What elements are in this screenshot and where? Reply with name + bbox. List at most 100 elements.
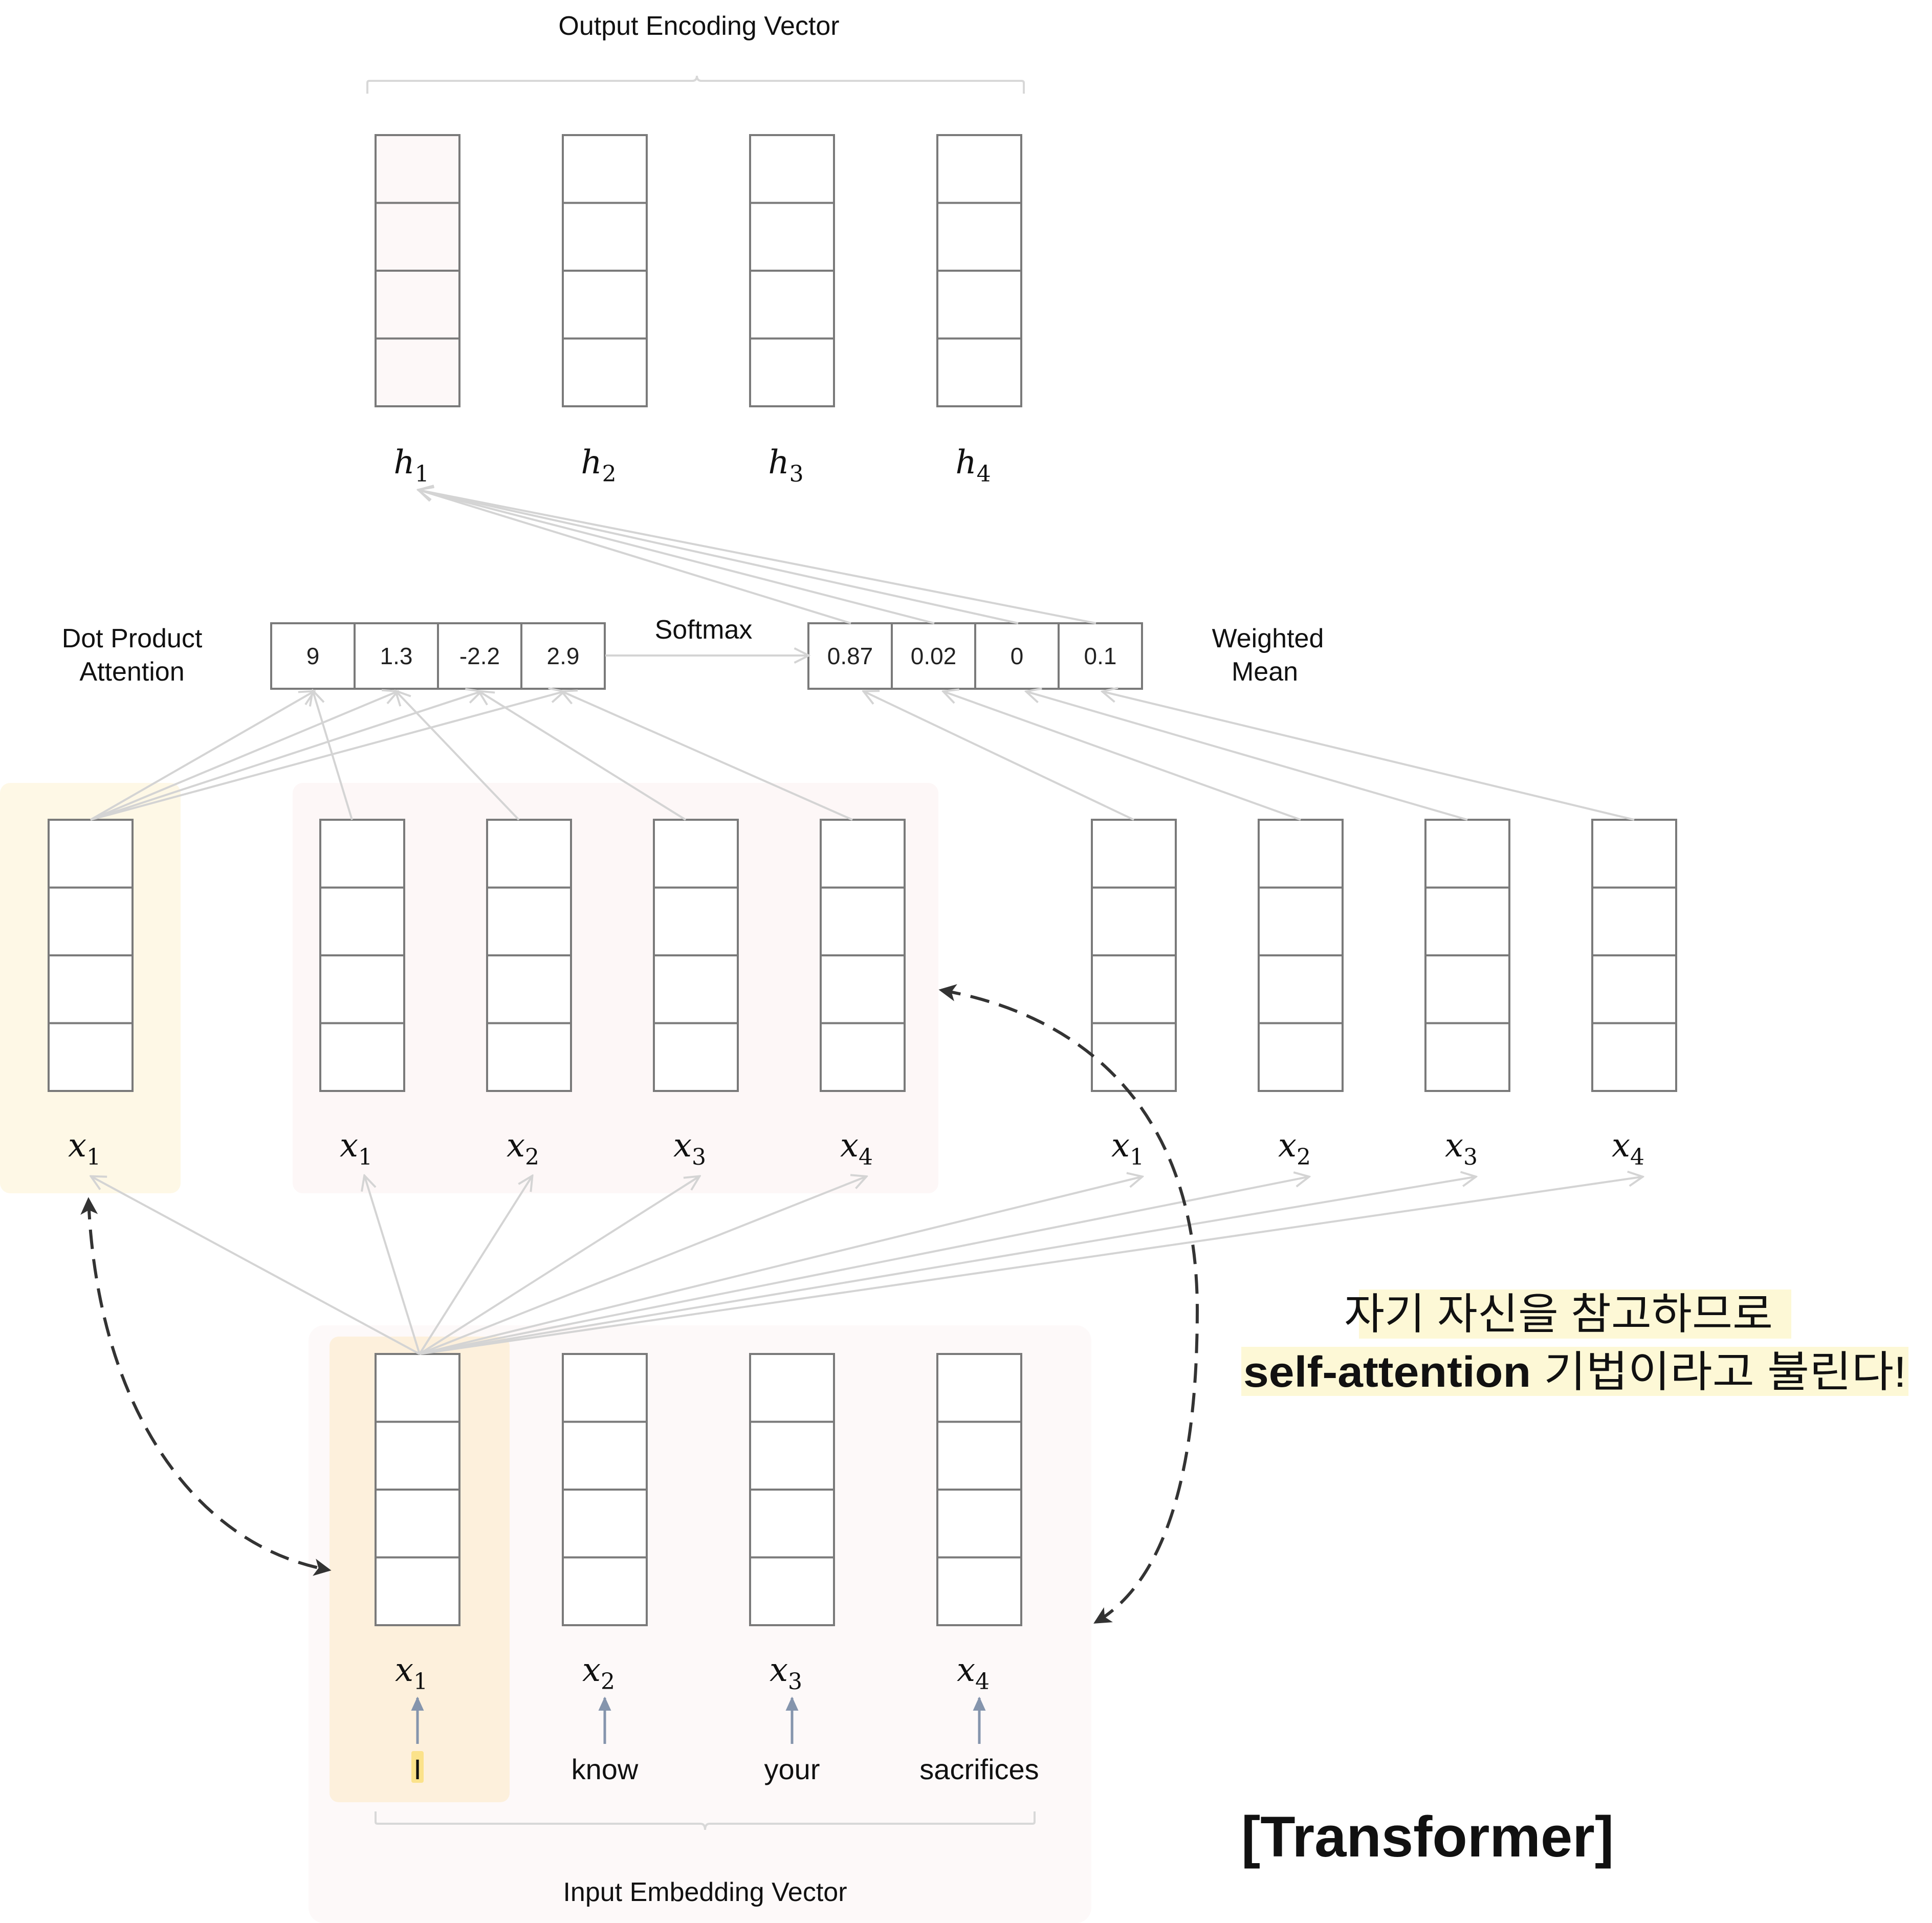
vector-cell (486, 1022, 572, 1092)
vector-cell (749, 1421, 835, 1491)
value-vector-x2: x2 (1258, 819, 1344, 1170)
key-to-score-arrow (480, 692, 687, 821)
vector-label: x4 (1612, 1127, 1644, 1170)
query-to-score-arrow (90, 692, 397, 821)
vector-cell (319, 886, 405, 956)
vector-cell (1258, 819, 1344, 889)
vector-label: x3 (770, 1651, 802, 1695)
vector-cell (936, 1556, 1022, 1626)
vector-cell (1424, 954, 1510, 1024)
vector-label: x1 (1111, 1127, 1144, 1170)
score-cell (520, 622, 606, 690)
vector-cell (562, 1489, 648, 1559)
input-brace (375, 1811, 1036, 1830)
query-vector-x1: x1 (48, 819, 134, 1170)
score-value: 2.9 (547, 643, 580, 669)
output-vector-h3: h3 (749, 134, 835, 487)
vector-cell (820, 954, 906, 1024)
vector-cell (375, 1421, 460, 1491)
key-to-score-arrow (563, 692, 853, 821)
input-to-value-arrow (419, 1177, 1308, 1355)
vector-cell (749, 270, 835, 340)
input-vector-x3: x3 (749, 1353, 835, 1695)
vector-cell (562, 337, 648, 407)
value-vector-x4: x4 (1591, 819, 1677, 1170)
vector-cell (48, 819, 134, 889)
word-highlight (411, 1751, 424, 1783)
vector-label: x3 (673, 1127, 706, 1170)
vector-cell (375, 134, 460, 204)
vector-label: x3 (1445, 1127, 1478, 1170)
vector-label: h4 (955, 444, 991, 487)
vector-cell (1091, 886, 1177, 956)
vector-cell (562, 270, 648, 340)
vector-cell (1258, 1022, 1344, 1092)
vector-cell (936, 202, 1022, 272)
output-vector-h2: h2 (562, 134, 648, 487)
dot-product-label-line2: Attention (79, 657, 184, 687)
vector-cell (820, 819, 906, 889)
vector-cell (319, 819, 405, 889)
input-to-key-arrow (419, 1177, 865, 1355)
vector-label: x1 (68, 1127, 101, 1170)
vector-cell (936, 1353, 1022, 1423)
vector-cell (749, 1353, 835, 1423)
value-vector-x3: x3 (1424, 819, 1510, 1170)
key-panel (293, 783, 938, 1193)
vector-label: x2 (582, 1651, 615, 1695)
vector-cell (562, 1353, 648, 1423)
vector-cell (749, 134, 835, 204)
vector-cell (562, 202, 648, 272)
input-word: know (572, 1753, 639, 1785)
output-vector-h4: h4 (936, 134, 1022, 487)
key-vector-x3: x3 (653, 819, 739, 1170)
vector-cell (319, 1022, 405, 1092)
value-to-weight-arrow (1104, 692, 1635, 821)
query-to-score-arrow (90, 692, 480, 821)
vector-cell (562, 1556, 648, 1626)
vector-cell (936, 1421, 1022, 1491)
weight-to-h1-arrow (420, 490, 851, 624)
softmax-label: Softmax (655, 615, 753, 645)
vector-label: x2 (1278, 1127, 1311, 1170)
note-line1: 자기 자신을 참고하므로 (1344, 1290, 1773, 1338)
output-vector-h1: h1 (375, 134, 460, 487)
score-cell (974, 622, 1060, 690)
vector-cell (375, 202, 460, 272)
self-attention-note: 자기 자신을 참고하므로 self-attention 기법이라고 불린다! (1241, 1290, 1908, 1396)
input-to-key-arrow (365, 1177, 421, 1354)
vector-label: h3 (768, 444, 803, 487)
score-value: 0.87 (827, 643, 873, 669)
vector-cell (1424, 819, 1510, 889)
vector-cell (375, 1353, 460, 1423)
vector-cell (1591, 954, 1677, 1024)
vector-cell (48, 1022, 134, 1092)
vector-cell (486, 886, 572, 956)
weight-to-h1-arrow (420, 490, 1096, 624)
vector-cell (749, 1489, 835, 1559)
vector-label: x4 (840, 1127, 873, 1170)
note-bold-term: self-attention (1243, 1348, 1531, 1396)
transformer-title: [Transformer] (1241, 1805, 1614, 1869)
vector-cell (820, 1022, 906, 1092)
vector-cell (1591, 819, 1677, 889)
input-vector-x1: x1 (375, 1353, 460, 1695)
input-to-key-arrow (419, 1177, 532, 1355)
value-vector-x1: x1 (1091, 819, 1177, 1170)
vector-cell (1091, 1022, 1177, 1092)
weighted-mean-label-line2: Mean (1232, 657, 1298, 687)
value-to-weight-arrow (1027, 692, 1468, 821)
vector-cell (375, 1489, 460, 1559)
vector-cell (562, 134, 648, 204)
vector-label: x2 (507, 1127, 539, 1170)
input-word: sacrifices (919, 1753, 1039, 1785)
input-word: I (413, 1753, 422, 1785)
score-value: 0.02 (911, 643, 957, 669)
output-brace (366, 75, 1025, 94)
score-cell (437, 622, 522, 690)
vector-cell (1258, 954, 1344, 1024)
